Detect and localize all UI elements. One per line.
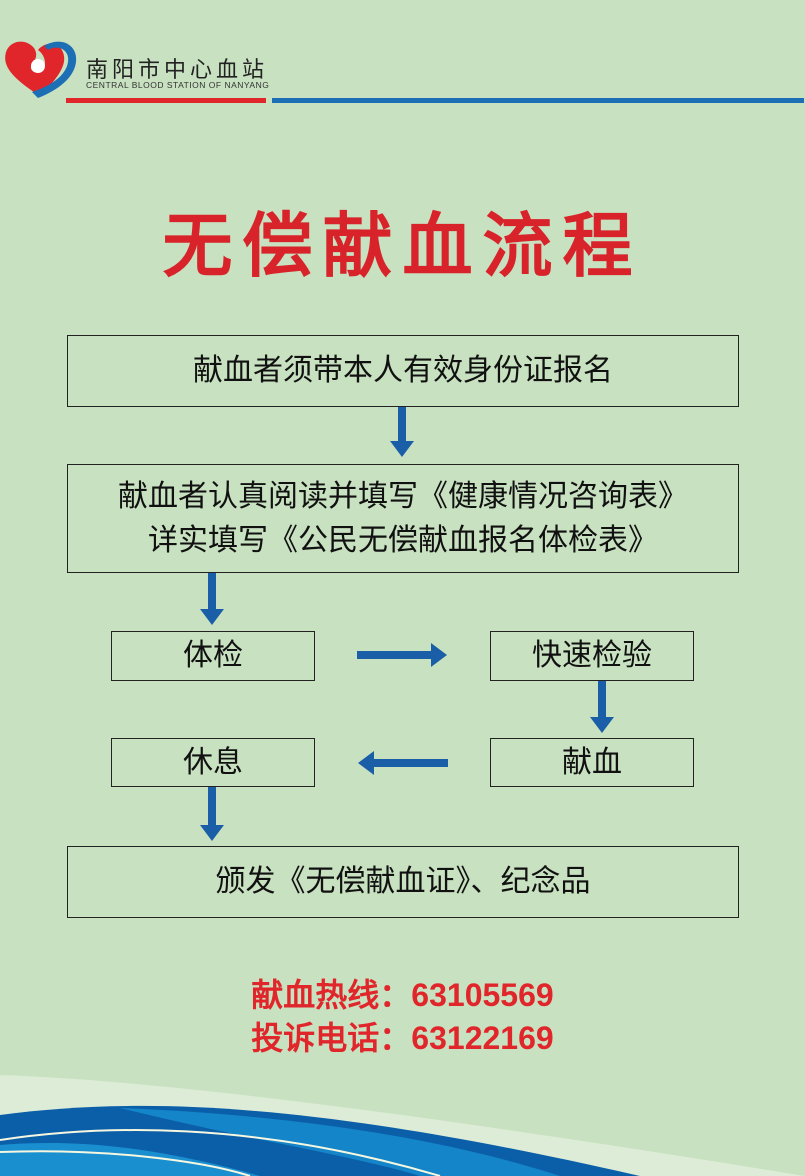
step-rest-text: 休息 (183, 745, 243, 779)
step-quick-test-text: 快速检验 (532, 639, 652, 672)
step-register-text: 献血者须带本人有效身份证报名 (193, 354, 613, 387)
donation-hotline: 献血热线：63105569 (251, 977, 554, 1013)
complaint-phone: 投诉电话：63122169 (251, 1020, 554, 1056)
step-exam-text: 体检 (183, 639, 243, 672)
arrow-down-icon (590, 681, 614, 733)
logo-name-cn: 南阳市中心血站 (86, 58, 269, 83)
arrow-left-icon (358, 751, 448, 775)
arrow-down-icon (200, 573, 224, 625)
header-divider-blue (272, 98, 804, 103)
step-forms: 献血者认真阅读并填写《健康情况咨询表》 详实填写《公民无偿献血报名体检表》 (67, 464, 739, 573)
header-divider-red (66, 98, 266, 103)
step-forms-line2: 详实填写《公民无偿献血报名体检表》 (148, 523, 658, 557)
logo-name-en: CENTRAL BLOOD STATION OF NANYANG (86, 80, 270, 90)
step-certificate-text: 颁发《无偿献血证》、纪念品 (215, 865, 591, 898)
page-title: 无偿献血流程 (162, 207, 643, 285)
blood-station-logo-icon (5, 41, 77, 98)
step-donate: 献血 (490, 738, 694, 787)
step-quick-test: 快速检验 (490, 631, 694, 681)
step-rest: 休息 (111, 738, 315, 787)
arrow-right-icon (357, 643, 447, 667)
step-forms-line1: 献血者认真阅读并填写《健康情况咨询表》 (118, 479, 688, 513)
arrow-down-icon (200, 787, 224, 841)
wave-decoration (0, 1075, 805, 1176)
step-certificate: 颁发《无偿献血证》、纪念品 (67, 846, 739, 918)
step-register: 献血者须带本人有效身份证报名 (67, 335, 739, 407)
step-exam: 体检 (111, 631, 315, 681)
step-donate-text: 献血 (562, 745, 622, 779)
arrow-down-icon (390, 407, 414, 457)
